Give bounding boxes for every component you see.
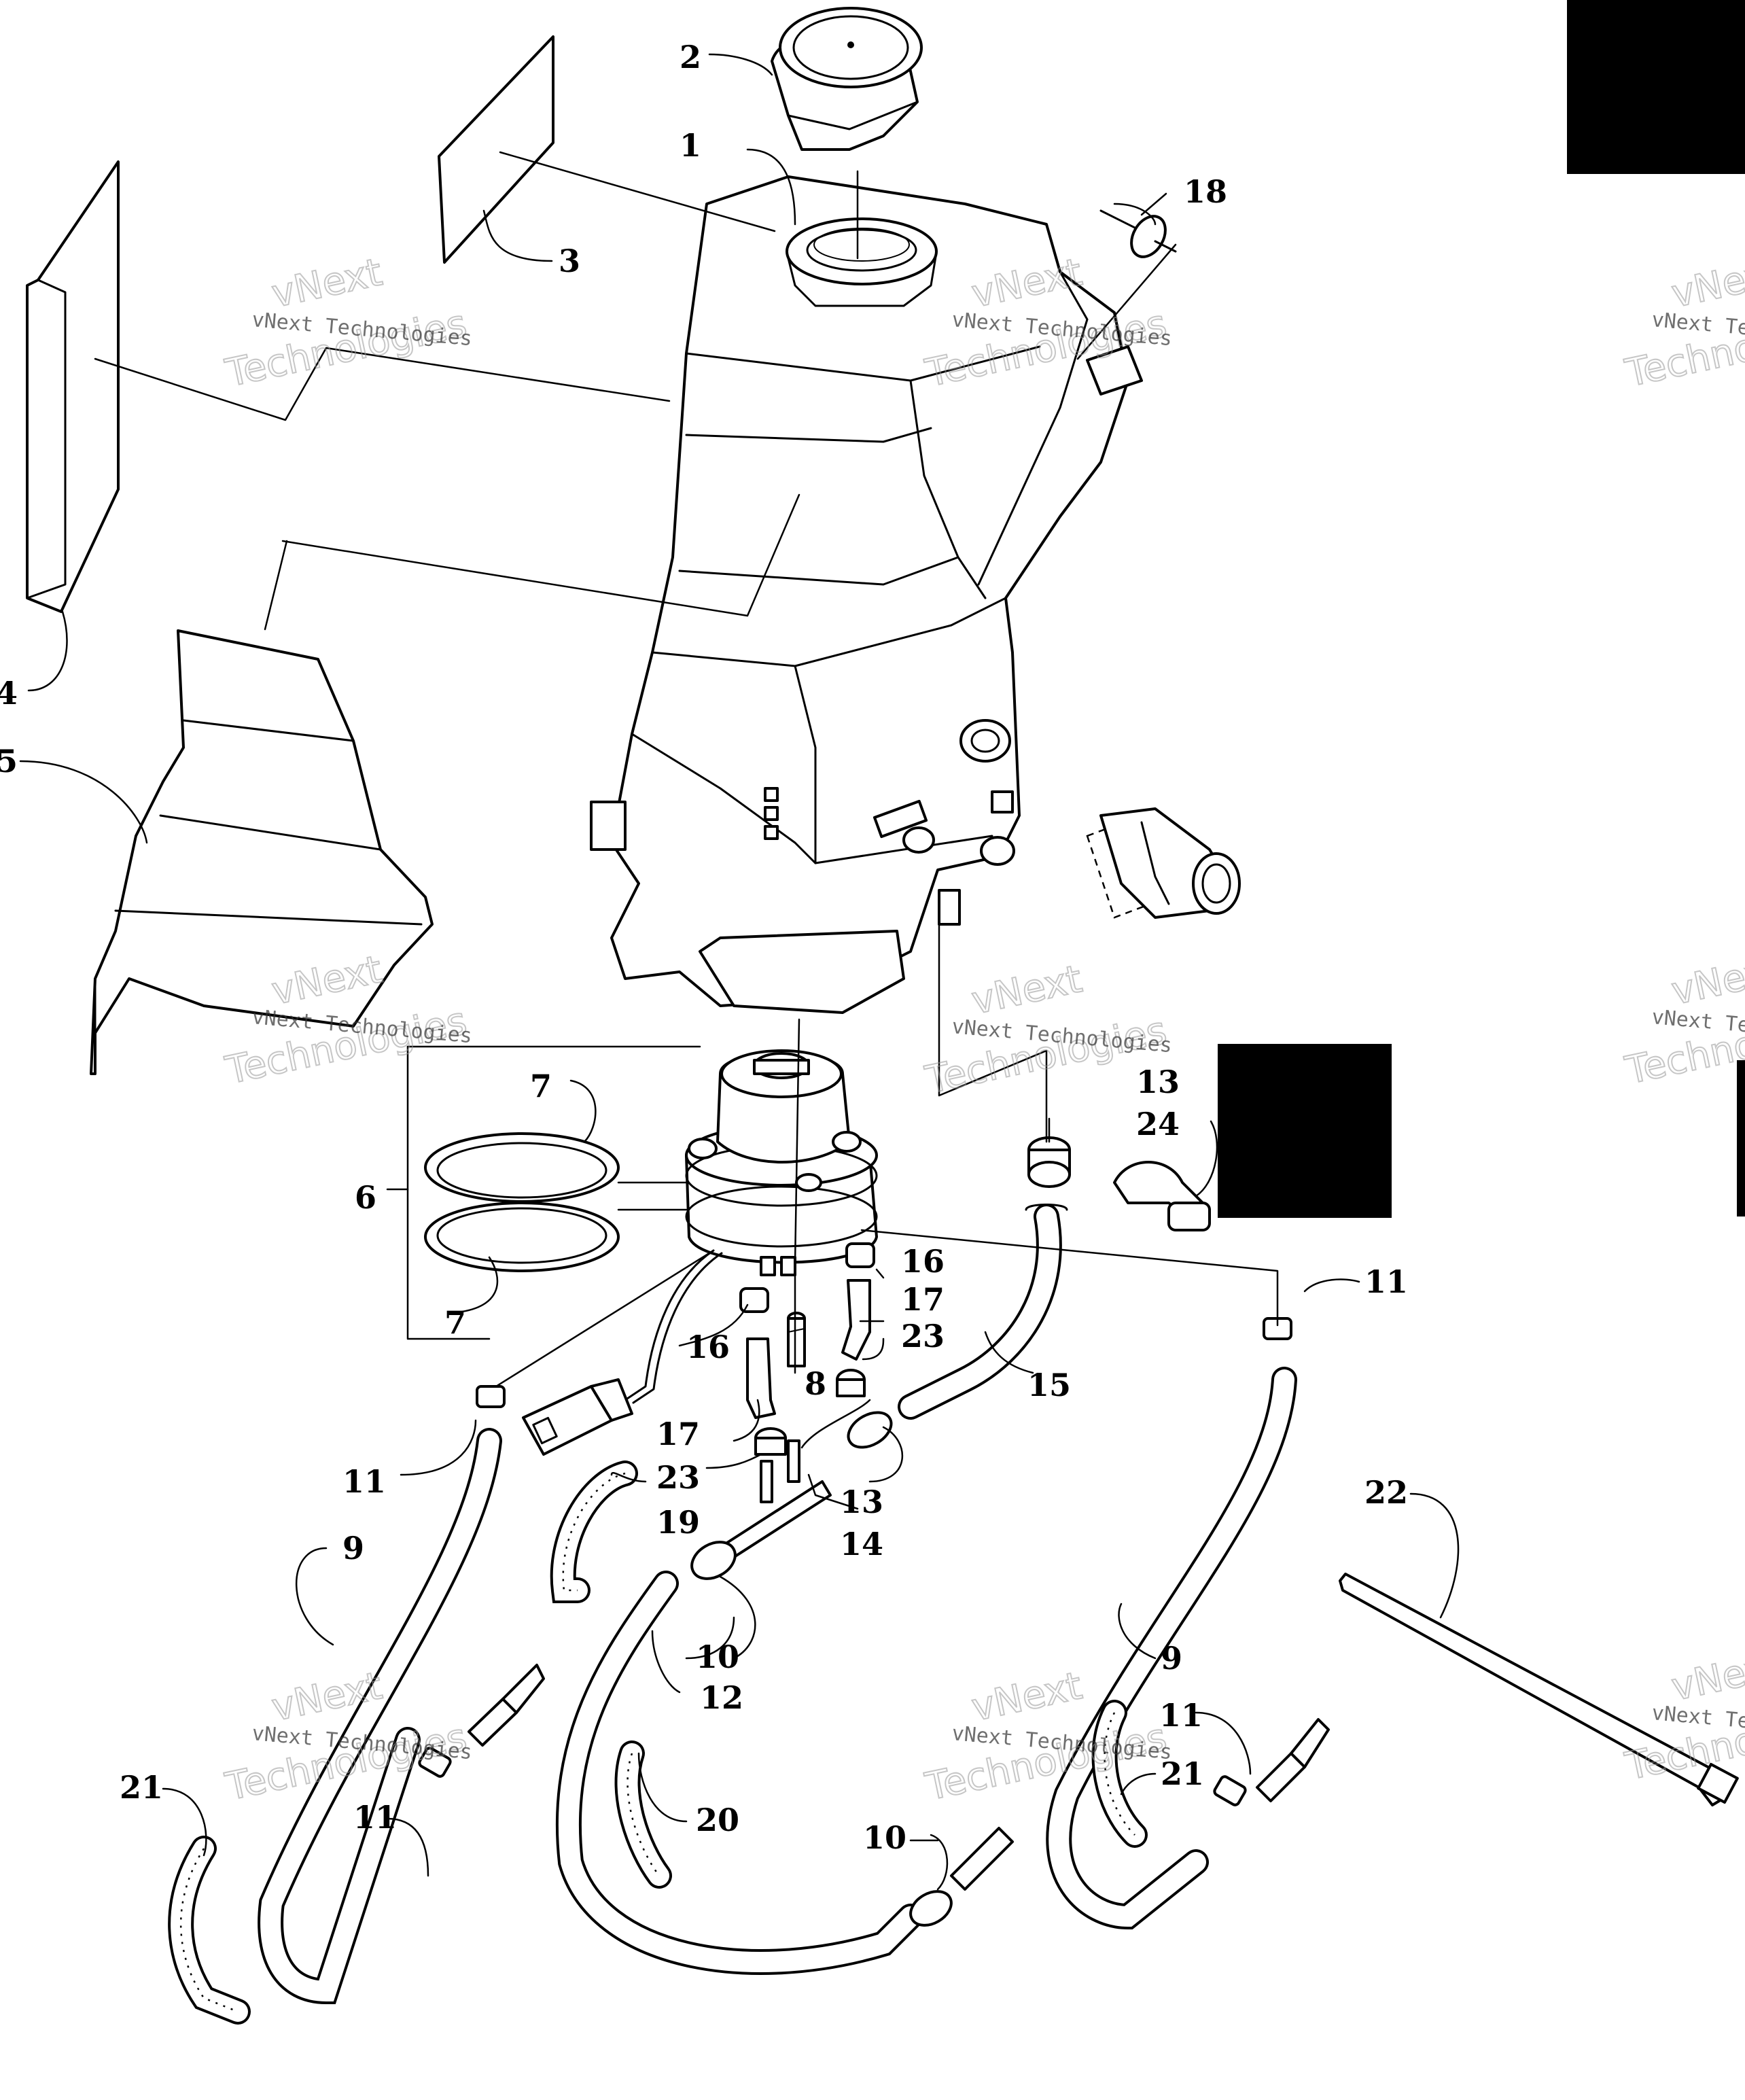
part-5-heat-shield — [90, 629, 434, 1075]
callout-2: 2 — [680, 39, 701, 75]
callout-11-b: 11 — [342, 1463, 386, 1500]
watermark-big-3a: vNext — [1668, 250, 1745, 317]
callout-11-d: 11 — [1159, 1697, 1203, 1734]
oil-level-sensor — [1086, 807, 1241, 919]
callout-10-upper: 10 — [696, 1639, 739, 1675]
wire-connector — [522, 1378, 633, 1456]
part-6-oil-pump — [624, 1049, 878, 1404]
leader-lines — [19, 53, 1460, 1891]
part-21-corrugated-hose — [168, 1700, 1148, 2025]
callout-17-left: 17 — [656, 1416, 700, 1452]
part-8-bolt — [787, 1312, 806, 1367]
part-10-rings — [690, 1541, 953, 1927]
part-14-tee-fitting — [726, 1439, 832, 1558]
callout-12: 12 — [700, 1679, 743, 1716]
part-13-hose-rings — [847, 1136, 1071, 1449]
callout-18: 18 — [1184, 173, 1227, 210]
callout-5: 5 — [0, 743, 18, 780]
callout-23-right: 23 — [901, 1318, 945, 1354]
barbed-fittings — [468, 1664, 1330, 1891]
watermark-big-5a: vNext — [968, 957, 1086, 1023]
callout-14: 14 — [840, 1526, 883, 1562]
watermark-big-1a: vNext — [268, 250, 386, 317]
part-3-label — [438, 35, 554, 264]
part-1-oil-tank — [590, 175, 1143, 1014]
callout-7-upper: 7 — [530, 1068, 552, 1104]
redaction-block-middle — [1218, 1044, 1392, 1218]
part-20-corrugated-hose — [614, 1740, 672, 1889]
part-17-short-hoses — [746, 1279, 871, 1419]
callout-19: 19 — [656, 1504, 700, 1541]
callout-8: 8 — [805, 1365, 826, 1402]
part-18-rivet — [1099, 209, 1177, 258]
part-12-hose — [555, 1571, 923, 1975]
callout-21-right: 21 — [1161, 1755, 1204, 1792]
part-2-cap — [771, 7, 923, 151]
callout-4: 4 — [0, 675, 18, 712]
callout-13-upper: 13 — [1136, 1064, 1180, 1100]
callout-11-a: 11 — [1364, 1263, 1408, 1300]
part-22-cable-tie — [1339, 1573, 1739, 1806]
part-16-clamps — [739, 1242, 875, 1313]
callout-15: 15 — [1027, 1367, 1071, 1403]
part-9-long-hoses — [258, 1367, 1297, 2005]
watermark-big-6a: vNext — [1668, 947, 1745, 1014]
part-23-small-rings — [754, 1369, 866, 1456]
callout-11-c: 11 — [353, 1799, 397, 1836]
callout-3: 3 — [559, 243, 580, 279]
callout-22: 22 — [1364, 1474, 1408, 1511]
callout-20: 20 — [696, 1802, 739, 1838]
callout-9-right: 9 — [1161, 1640, 1182, 1677]
watermark-big-9a: vNext — [1668, 1643, 1745, 1710]
callout-1: 1 — [680, 127, 701, 164]
part-19-corrugated-hose — [550, 1460, 638, 1603]
callout-23-left: 23 — [656, 1459, 700, 1496]
watermark-big-8a: vNext — [968, 1664, 1086, 1730]
callout-9-left: 9 — [342, 1530, 364, 1567]
redaction-block-edge — [1737, 1060, 1745, 1217]
part-24-p-clamp — [1113, 1161, 1211, 1231]
redaction-block-top-right — [1567, 0, 1745, 174]
callout-16-left: 16 — [686, 1329, 730, 1365]
callout-6: 6 — [355, 1179, 376, 1216]
part-7-o-rings — [424, 1132, 620, 1272]
callout-16-right: 16 — [901, 1243, 945, 1280]
callout-21-left: 21 — [120, 1769, 163, 1806]
callout-labels: 1 2 3 4 5 6 7 7 8 9 9 10 10 11 11 11 11 … — [0, 39, 1408, 1856]
callout-10-lower: 10 — [863, 1819, 906, 1856]
part-11-small-clamps — [418, 1317, 1292, 1806]
callout-13-lower: 13 — [840, 1484, 883, 1520]
callout-17-right: 17 — [901, 1281, 945, 1318]
part-4-panel — [26, 160, 120, 613]
cap-center-dot — [847, 41, 854, 48]
callout-24: 24 — [1136, 1106, 1180, 1142]
callout-7-lower: 7 — [444, 1304, 466, 1341]
part-15-hose — [898, 1204, 1068, 1420]
